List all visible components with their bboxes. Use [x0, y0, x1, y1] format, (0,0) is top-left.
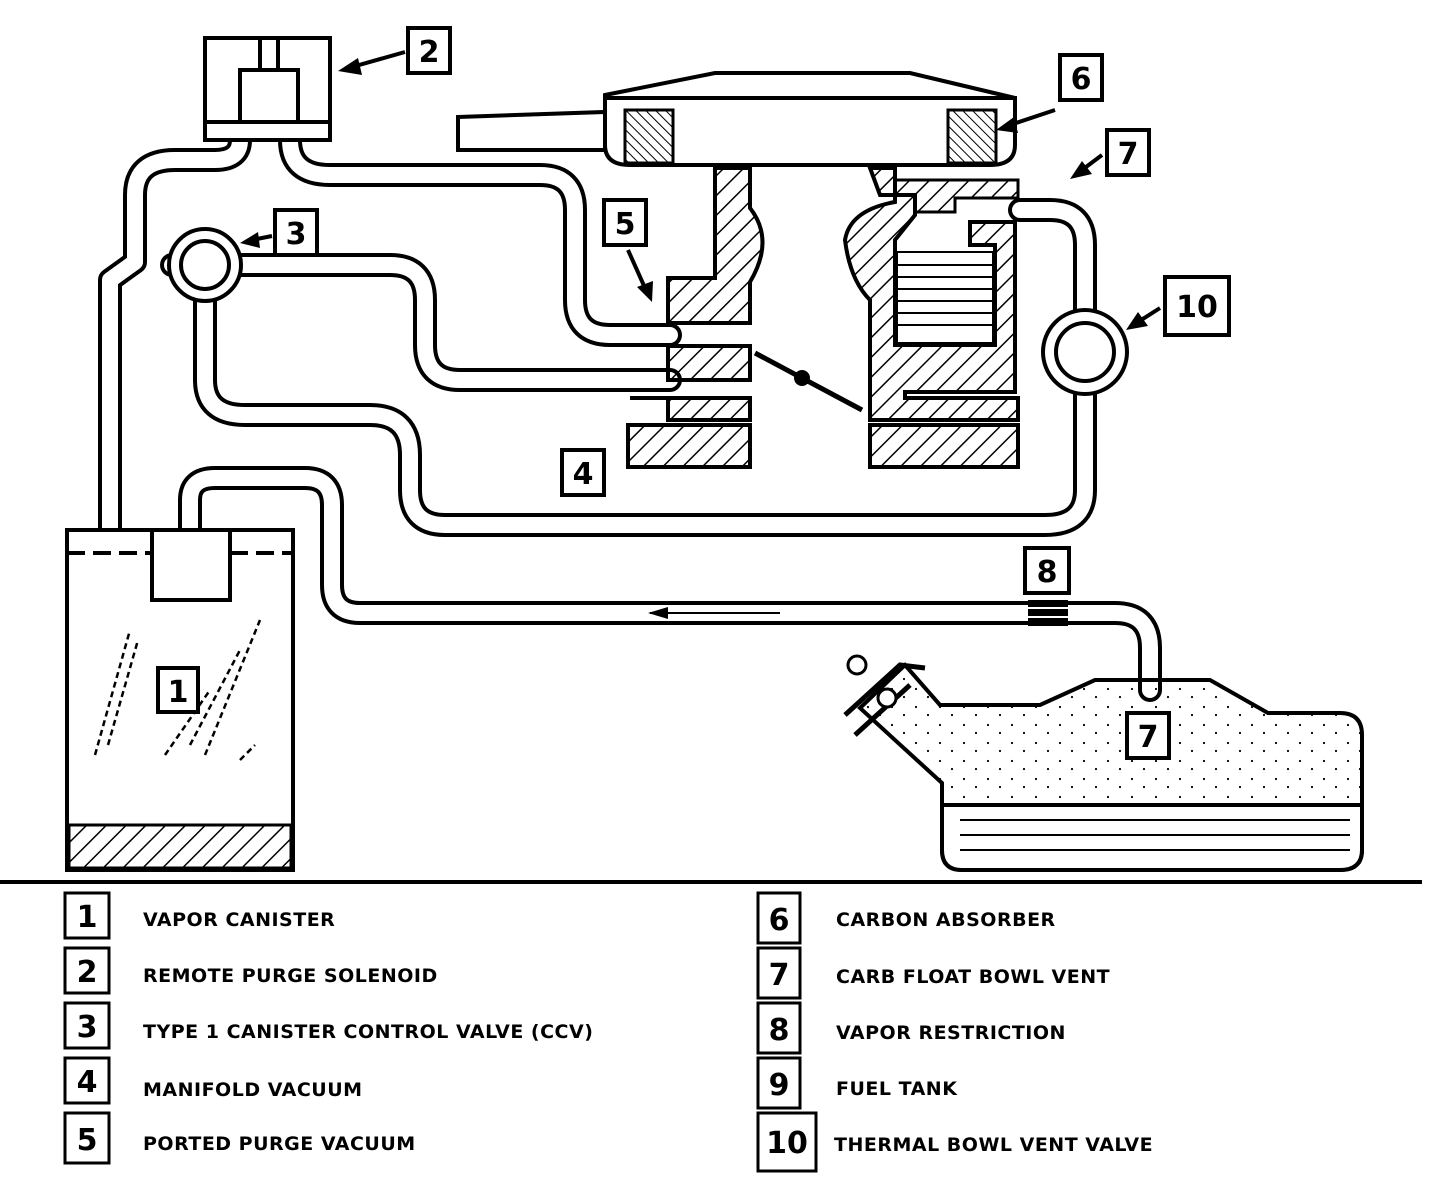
callout-1: 1 [156, 666, 200, 714]
callout-3: 3 [240, 208, 319, 257]
callout-10: 10 [1126, 275, 1231, 337]
callout-7-tank-label: 7 [1138, 720, 1159, 755]
legend-num: 2 [77, 955, 98, 990]
callout-4: 4 [560, 448, 606, 497]
callout-8-label: 8 [1037, 555, 1058, 590]
legend-item-5: 5 PORTED PURGE VACUUM [63, 1111, 416, 1165]
legend-label: FUEL TANK [836, 1078, 958, 1100]
legend-label: PORTED PURGE VACUUM [143, 1133, 416, 1155]
canister-control-valve [167, 227, 243, 303]
callout-4-label: 4 [573, 457, 594, 492]
hoses [98, 128, 1162, 702]
legend-num: 9 [769, 1068, 790, 1103]
fuel-tank [843, 654, 1364, 872]
callout-10-label: 10 [1176, 290, 1218, 325]
remote-purge-solenoid [203, 36, 332, 142]
legend-item-3: 3 TYPE 1 CANISTER CONTROL VALVE (CCV) [63, 1001, 593, 1050]
thermal-bowl-vent-valve [1041, 308, 1129, 396]
callout-3-label: 3 [286, 217, 307, 252]
legend-num: 3 [77, 1010, 98, 1045]
legend-num: 10 [766, 1126, 808, 1161]
legend-item-4: 4 MANIFOLD VACUUM [63, 1056, 363, 1105]
vapor-restriction [1028, 600, 1068, 626]
legend-item-1: 1 VAPOR CANISTER [63, 891, 335, 940]
callout-5-label: 5 [615, 207, 636, 242]
legend-num: 6 [769, 903, 790, 938]
callout-5: 5 [602, 198, 653, 302]
legend-item-6: 6 CARBON ABSORBER [756, 891, 1056, 945]
callout-7-carb-label: 7 [1118, 137, 1139, 172]
legend-label: CARB FLOAT BOWL VENT [836, 966, 1110, 988]
callout-6: 6 [996, 53, 1104, 133]
legend-label: MANIFOLD VACUUM [143, 1079, 363, 1101]
legend-item-10: 10 THERMAL BOWL VENT VALVE [756, 1111, 1153, 1173]
legend-num: 4 [77, 1065, 98, 1100]
legend-num: 5 [77, 1123, 98, 1158]
callout-2-label: 2 [419, 35, 440, 70]
carburetor [456, 71, 1020, 469]
legend-num: 8 [769, 1013, 790, 1048]
legend-num: 1 [77, 900, 98, 935]
callout-8: 8 [1023, 546, 1071, 595]
legend-num: 7 [769, 958, 790, 993]
legend-label: VAPOR CANISTER [143, 909, 335, 931]
legend-item-2: 2 REMOTE PURGE SOLENOID [63, 946, 438, 995]
legend-item-7: 7 CARB FLOAT BOWL VENT [756, 946, 1110, 1000]
callout-7-carb: 7 [1070, 128, 1151, 179]
legend-label: THERMAL BOWL VENT VALVE [834, 1134, 1153, 1156]
legend-item-9: 9 FUEL TANK [756, 1056, 958, 1110]
legend: 1 VAPOR CANISTER 2 REMOTE PURGE SOLENOID… [63, 891, 1153, 1173]
callout-7-tank: 7 [1125, 711, 1171, 760]
legend-label: REMOTE PURGE SOLENOID [143, 965, 438, 987]
flow-arrow [648, 607, 780, 619]
callout-1-label: 1 [168, 675, 189, 710]
legend-label: TYPE 1 CANISTER CONTROL VALVE (CCV) [143, 1021, 593, 1043]
legend-item-8: 8 VAPOR RESTRICTION [756, 1001, 1066, 1055]
callout-2: 2 [338, 26, 452, 75]
legend-label: VAPOR RESTRICTION [836, 1022, 1066, 1044]
callout-6-label: 6 [1071, 62, 1092, 97]
carbon-absorber [623, 108, 675, 165]
legend-label: CARBON ABSORBER [836, 909, 1056, 931]
